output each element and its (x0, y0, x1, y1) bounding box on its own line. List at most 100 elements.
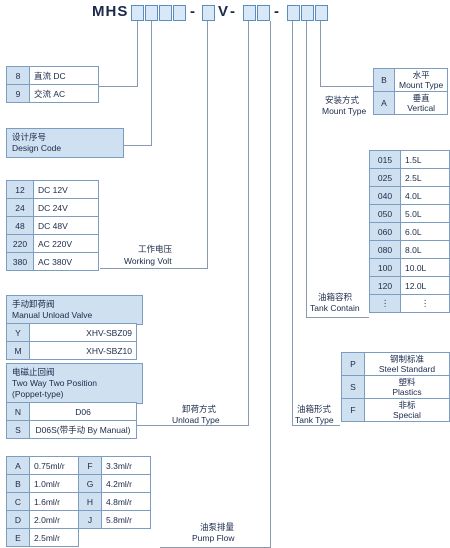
code-cell: 040 (369, 186, 401, 205)
code-slot (202, 5, 215, 21)
desc-en: Mount Type (399, 80, 444, 90)
code-cell: A (373, 91, 395, 115)
desc-cn: 塑料 (398, 377, 416, 387)
desc-cell: XHV-SBZ10 (29, 341, 137, 360)
code-cell: S (6, 420, 30, 439)
desc-cell: 4.0L (400, 186, 450, 205)
value-cell: 3.3ml/r (101, 456, 151, 475)
desc-cell: 钢制标准 Steel Standard (364, 352, 450, 376)
design-code-en: Design Code (12, 143, 62, 153)
design-code-cn: 设计序号 (12, 132, 47, 142)
code-cell: ⋮ (369, 294, 401, 313)
desc-cell: D06S(带手动 By Manual) (29, 420, 137, 439)
code-dash: - (230, 3, 235, 20)
value-cell: 1.0ml/r (29, 474, 79, 493)
connector-line (292, 425, 340, 426)
desc-cell: 8.0L (400, 240, 450, 259)
connector-line (320, 21, 321, 86)
table-row: 9 交流 AC (6, 84, 99, 103)
connector-line (92, 86, 138, 87)
desc-cell: 塑料 Plastics (364, 375, 450, 399)
table-row: 8 直流 DC (6, 66, 99, 85)
tank-label-cn: 油箱容积 (318, 292, 353, 302)
code-cell: 100 (369, 258, 401, 277)
code-cell: 48 (6, 216, 34, 235)
design-code-box: 设计序号 Design Code (6, 128, 124, 158)
value-cell: 2.0ml/r (29, 510, 79, 529)
code-slot (145, 5, 158, 21)
code-cell: B (373, 68, 395, 92)
table-row: B 水平 Mount Type (373, 68, 449, 92)
code-slot (131, 5, 144, 21)
code-cell: 025 (369, 168, 401, 187)
connector-line (137, 21, 138, 86)
code-cell: G (78, 474, 102, 493)
desc-cell: 5.0L (400, 204, 450, 223)
code-cell: Y (6, 323, 30, 342)
code-cell: 9 (6, 84, 30, 103)
pump-label-cn: 油泵排量 (200, 522, 235, 532)
tank-type-label-en: Tank Type (295, 415, 334, 425)
code-dash: - (274, 3, 279, 20)
connector-line (207, 21, 208, 268)
connector-line (124, 145, 152, 146)
code-cell: 12 (6, 180, 34, 199)
code-slot (315, 5, 328, 21)
desc-cn: 非标 (398, 400, 416, 410)
code-cell: M (6, 341, 30, 360)
desc-en: Vertical (407, 103, 436, 113)
desc-cell: 交流 AC (29, 84, 99, 103)
code-cell: 050 (369, 204, 401, 223)
mount-label-cn: 安装方式 (325, 95, 360, 105)
code-cell: F (341, 398, 365, 422)
desc-cell: D06 (29, 402, 137, 421)
value-cell: 1.6ml/r (29, 492, 79, 511)
code-cell: J (78, 510, 102, 529)
connector-line (151, 21, 152, 145)
desc-cell: 水平 Mount Type (393, 68, 449, 92)
desc-en: Steel Standard (378, 364, 436, 374)
code-cell: H (78, 492, 102, 511)
mount-table: B 水平 Mount Type A 垂直 Vertical (373, 68, 449, 115)
code-cell: S (341, 375, 365, 399)
desc-cell: DC 24V (33, 198, 99, 217)
code-dash: - (190, 3, 195, 20)
pump-label-en: Pump Flow (192, 533, 235, 543)
desc-cell: 6.0L (400, 222, 450, 241)
code-cell: F (78, 456, 102, 475)
manual-unload-header: 手动卸荷阀 Manual Unload Valve (6, 295, 143, 325)
tank-label-en: Tank Contain (310, 303, 360, 313)
desc-cell: 垂直 Vertical (393, 91, 449, 115)
empty-cell (102, 529, 151, 547)
code-cell: D (6, 510, 30, 529)
desc-cell: 直流 DC (29, 66, 99, 85)
value-cell: 5.8ml/r (101, 510, 151, 529)
desc-cell: DC 12V (33, 180, 99, 199)
desc-cell: 1.5L (400, 150, 450, 169)
solenoid-en-2: (Poppet-type) (12, 389, 64, 399)
manual-unload-cn: 手动卸荷阀 (12, 299, 55, 309)
code-v: V (218, 3, 229, 20)
connector-line (320, 86, 373, 87)
mount-label-en: Mount Type (322, 106, 367, 116)
table-row: S 塑料 Plastics (341, 375, 450, 399)
value-cell: 2.5ml/r (29, 528, 79, 547)
current-table: 8 直流 DC 9 交流 AC (6, 66, 99, 103)
table-row: A 垂直 Vertical (373, 91, 449, 115)
table-row: ⋮⋮ (369, 294, 450, 313)
desc-cn: 水平 (412, 70, 430, 80)
code-cell: B (6, 474, 30, 493)
